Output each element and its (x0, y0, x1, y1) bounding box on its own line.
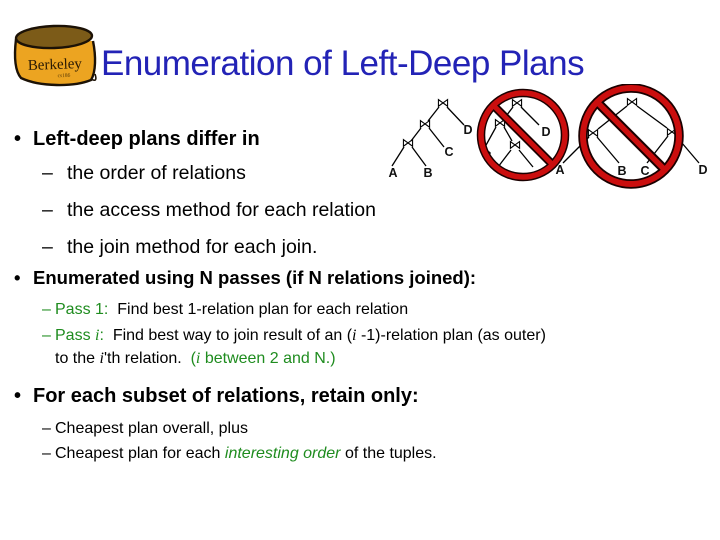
dash-marker: – (42, 420, 51, 437)
dash-marker: – (42, 236, 53, 258)
sub-join-method: – the join method for each join. (42, 235, 317, 259)
bullet-marker: • (14, 128, 22, 150)
sub-order-of-relations: – the order of relations (42, 161, 246, 185)
sub-pass-i-continued: to the i'th relation. (i between 2 and N… (55, 348, 336, 369)
logo-subtext: cs186 (57, 73, 70, 79)
logo-text: Berkeley (28, 56, 83, 74)
relation-label: D (698, 163, 707, 177)
relation-label: D (463, 123, 472, 137)
relation-label: D (541, 125, 550, 139)
join-icon: ⋈ (509, 138, 522, 153)
sub-cheapest-overall: – Cheapest plan overall, plus (42, 418, 248, 439)
sub-pass-i: – Pass i: Find best way to join result o… (42, 325, 546, 346)
dash-marker: – (42, 162, 53, 184)
prohibition-icon (476, 88, 570, 182)
can-body (13, 38, 97, 87)
sub-text: Cheapest plan for each interesting order… (55, 445, 437, 462)
sub-text: Pass i: Find best way to join result of … (55, 327, 546, 344)
join-icon: ⋈ (402, 136, 415, 151)
can-curl (90, 73, 97, 81)
join-icon: ⋈ (587, 126, 600, 141)
relation-label: C (640, 164, 649, 178)
dash-marker: – (42, 301, 51, 318)
relation-label: A (555, 163, 564, 177)
join-icon: ⋈ (626, 95, 639, 110)
bullet-subset-retain-only: • For each subset of relations, retain o… (14, 384, 419, 408)
sub-access-method: – the access method for each relation (42, 198, 376, 222)
slide-title: Enumeration of Left-Deep Plans (101, 44, 585, 83)
join-icon: ⋈ (437, 96, 450, 111)
dash-marker: – (42, 327, 51, 344)
join-trees-diagram: ⋈ ⋈ ⋈ A B C D ⋈ ⋈ ⋈ C D (388, 84, 708, 189)
relation-label: B (617, 164, 626, 178)
sub-text: the join method for each join. (67, 236, 318, 258)
sub-text: to the i'th relation. (i between 2 and N… (55, 350, 336, 367)
join-icon: ⋈ (419, 117, 432, 132)
join-icon: ⋈ (511, 96, 524, 111)
bullet-text: For each subset of relations, retain onl… (33, 385, 419, 407)
bullet-left-deep-plans: • Left-deep plans differ in (14, 127, 260, 151)
bullet-text: Left-deep plans differ in (33, 128, 260, 150)
dash-marker: – (42, 445, 51, 462)
bullet-text: Enumerated using N passes (if N relation… (33, 267, 477, 288)
sub-text: the access method for each relation (67, 199, 376, 221)
sub-text: Pass 1: Find best 1-relation plan for ea… (55, 301, 409, 318)
sub-pass-1: – Pass 1: Find best 1-relation plan for … (42, 299, 408, 320)
sub-cheapest-interesting-order: – Cheapest plan for each interesting ord… (42, 443, 437, 464)
relation-label: B (423, 166, 432, 180)
can-lid (14, 24, 94, 50)
relation-label: C (444, 145, 453, 159)
bullet-marker: • (14, 267, 21, 288)
left-deep-tree: ⋈ ⋈ ⋈ A B C D (388, 96, 472, 180)
bullet-marker: • (14, 385, 22, 407)
prohibition-icon (578, 84, 684, 189)
relation-label: A (388, 166, 397, 180)
sub-text: Cheapest plan overall, plus (55, 420, 249, 437)
dash-marker: – (42, 199, 53, 221)
bullet-enumerated-n-passes: • Enumerated using N passes (if N relati… (14, 266, 476, 290)
sub-text: the order of relations (67, 162, 246, 184)
berkeley-can-logo: Berkeley cs186 (13, 24, 97, 87)
